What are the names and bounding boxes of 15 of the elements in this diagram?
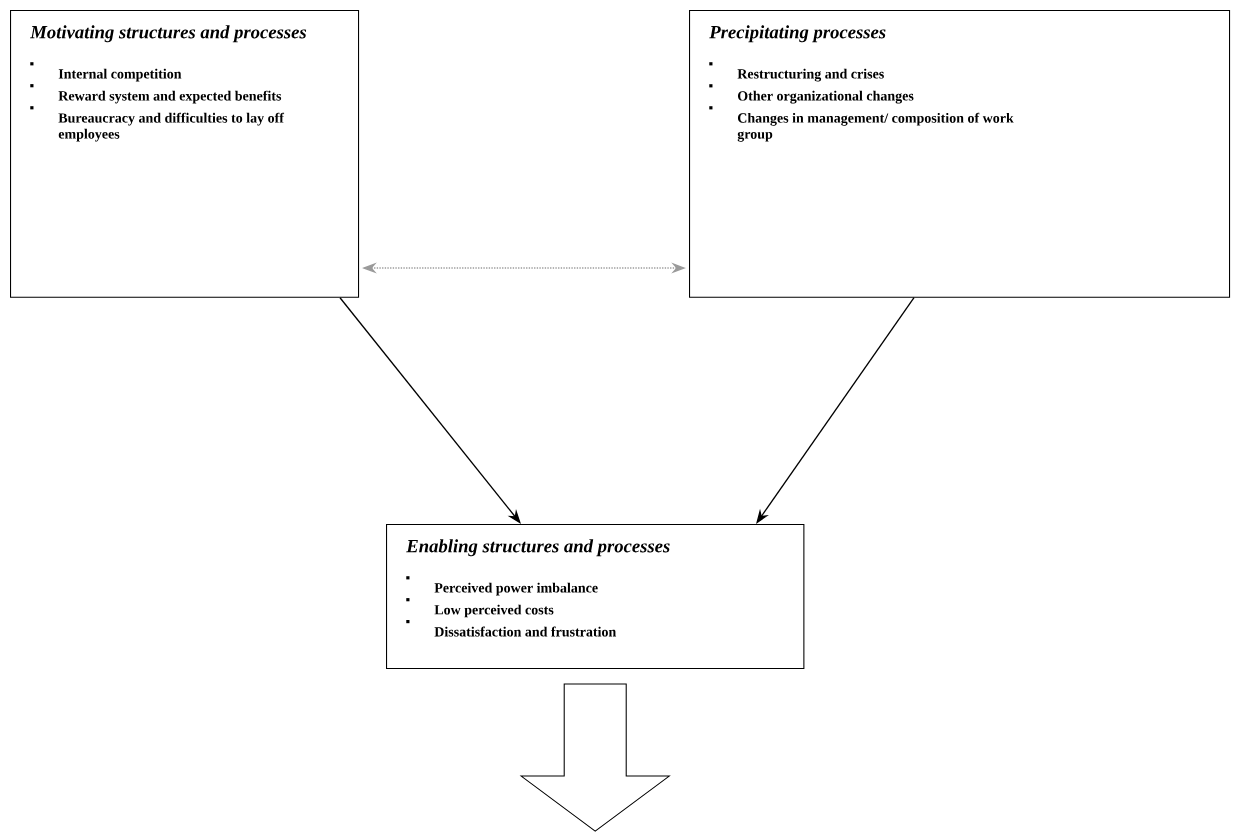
- box-heading: Precipitating processes: [709, 25, 886, 43]
- bullet-item: Reward system and expected benefits: [30, 84, 282, 104]
- arrow: [339, 297, 521, 524]
- bullet-item: Changes in management/ composition of work group: [709, 106, 1014, 142]
- bullet-item: Restructuring and crises: [709, 62, 884, 82]
- arrow: [756, 297, 915, 524]
- bullet-item: Other organizational changes: [709, 84, 914, 104]
- bullet-item: Dissatisfaction and frustration: [406, 620, 617, 637]
- bullet-item: Perceived power imbalance: [406, 576, 598, 596]
- box-heading: Motivating structures and processes: [30, 25, 307, 43]
- bullet-item: Low perceived costs: [406, 598, 554, 618]
- bullet-item: Bureaucracy and difficulties to lay off employees: [30, 106, 285, 142]
- box-heading: Enabling structures and processes: [406, 539, 670, 557]
- block-arrow: [519, 683, 671, 832]
- bullet-item: Internal competition: [30, 62, 182, 82]
